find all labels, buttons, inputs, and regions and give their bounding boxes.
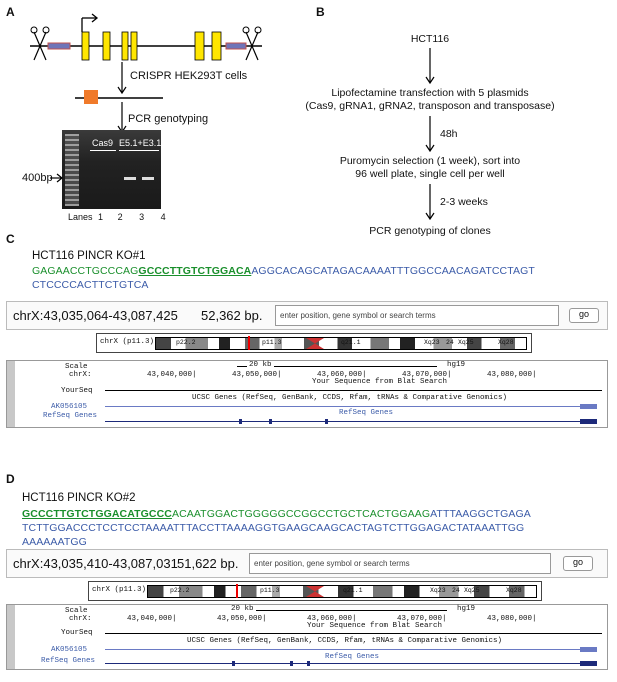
panel-d-title: HCT116 PINCR KO#2 [22,492,136,504]
panel-d-scale-bar [237,610,447,611]
flow-step-transfection: Lipofectamine transfection with 5 plasmi… [305,87,555,112]
step2-label: PCR genotyping [128,113,209,125]
panel-c-sequence-line1: GAGAACCTGCCCAGGCCCTTGTCTGGACAAGGCACAGCAT… [32,265,535,277]
panel-c-coords[interactable]: chrX:43,035,064-43,087,425 [13,308,178,323]
panel-c-scale-bar [237,366,437,367]
panel-c-refseq-track[interactable] [105,421,597,422]
panel-d-centromere [306,586,324,597]
panel-c-title: HCT116 PINCR KO#1 [32,250,146,262]
panel-d-size: 51,622 bp. [177,556,239,571]
panel-d-go-button[interactable]: go [563,556,593,571]
panel-c-ideogram-frame: chrX (p11.3) p22.2 p11.3 q21.1 Xq23 24 X… [96,333,532,353]
panel-d-ak056105-track[interactable] [105,649,597,650]
panel-d-sequence-line3: AAAAAATGG [22,536,87,548]
gel-marker-label: 400bp [22,172,53,184]
panel-d-letter: D [6,472,15,486]
panel-d-position-bar: chrX:43,035,410-43,087,031 51,622 bp. en… [6,549,608,578]
flow-step-hct116: HCT116 [410,33,450,45]
gel-marker-lane [65,134,79,206]
panel-c-ideogram-position-marker [248,336,250,350]
scissors-left-icon [30,26,50,61]
gel-lanes-row: Lanes 1 2 3 4 [68,212,166,222]
panel-d-refseq-track[interactable] [105,663,597,664]
panel-c-go-button[interactable]: go [569,308,599,323]
gel-band-lane4 [142,177,154,180]
panel-d-yourseq-track[interactable] [105,633,602,634]
panel-d-search-input[interactable]: enter position, gene symbol or search te… [249,553,551,574]
panel-c-ak056105-track[interactable] [105,406,597,407]
panel-c-letter: C [6,232,15,246]
deleted-allele-diagram [75,90,163,134]
panel-c-search-input[interactable]: enter position, gene symbol or search te… [275,305,559,326]
panel-c-ideogram: p22.2 p11.3 q21.1 Xq23 24 Xq25 Xq28 [155,336,527,350]
panel-c-track-browser: Scale chrX: YourSeq AK056105 RefSeq Gene… [6,360,608,428]
lanes-label: Lanes [68,212,93,222]
step1-label: CRISPR HEK293T cells [130,70,248,82]
gel-band-lane3 [124,177,136,180]
panel-b-letter: B [316,5,325,19]
flow-step-puromycin: Puromycin selection (1 week), sort into … [339,155,521,180]
panel-d-sequence-line1: GCCCTTGTCTGGACATGCCCACAATGGACTGGGGGCCGGC… [22,508,531,520]
panel-c-yourseq-track[interactable] [105,390,602,391]
panel-a-letter: A [6,5,15,19]
gel-image: Cas9 E5.1+E3.1 [62,130,161,209]
gel-group-e51-e31: E5.1+E3.1 [119,138,162,148]
tss-arrow-icon [81,13,99,32]
panel-c-position-bar: chrX:43,035,064-43,087,425 52,362 bp. en… [6,301,608,330]
panel-d-ideogram-frame: chrX (p11.3) p22.2 p11.3 q21.1 Xq23 24 X… [88,581,542,601]
panel-d-ideogram-position-marker [236,584,238,598]
flow-step-pcr-clones: PCR genotyping of clones [369,225,491,237]
gel-group-cas9: Cas9 [92,138,114,148]
panel-c-sequence-line2: CTCCCCACTTCTGTCA [32,279,149,291]
panel-c-centromere [306,338,324,349]
panel-c-size: 52,362 bp. [201,308,263,323]
panel-d-track-browser: Scale chrX: YourSeq AK056105 RefSeq Gene… [6,604,608,670]
gene-structure-diagram [30,13,262,95]
flow-time-48h: 48h [440,128,458,140]
flow-time-weeks: 2-3 weeks [440,196,488,208]
scissors-right-icon [242,26,262,61]
panel-d-ideogram: p22.2 p11.3 q21.1 Xq23 24 Xq25 Xq28 [147,584,537,598]
panel-d-coords[interactable]: chrX:43,035,410-43,087,031 [13,556,178,571]
panel-d-sequence-line2: TCTTGGACCCTCCTCCTAAAATTTACCTTAAAAGGTGAAG… [22,522,525,534]
